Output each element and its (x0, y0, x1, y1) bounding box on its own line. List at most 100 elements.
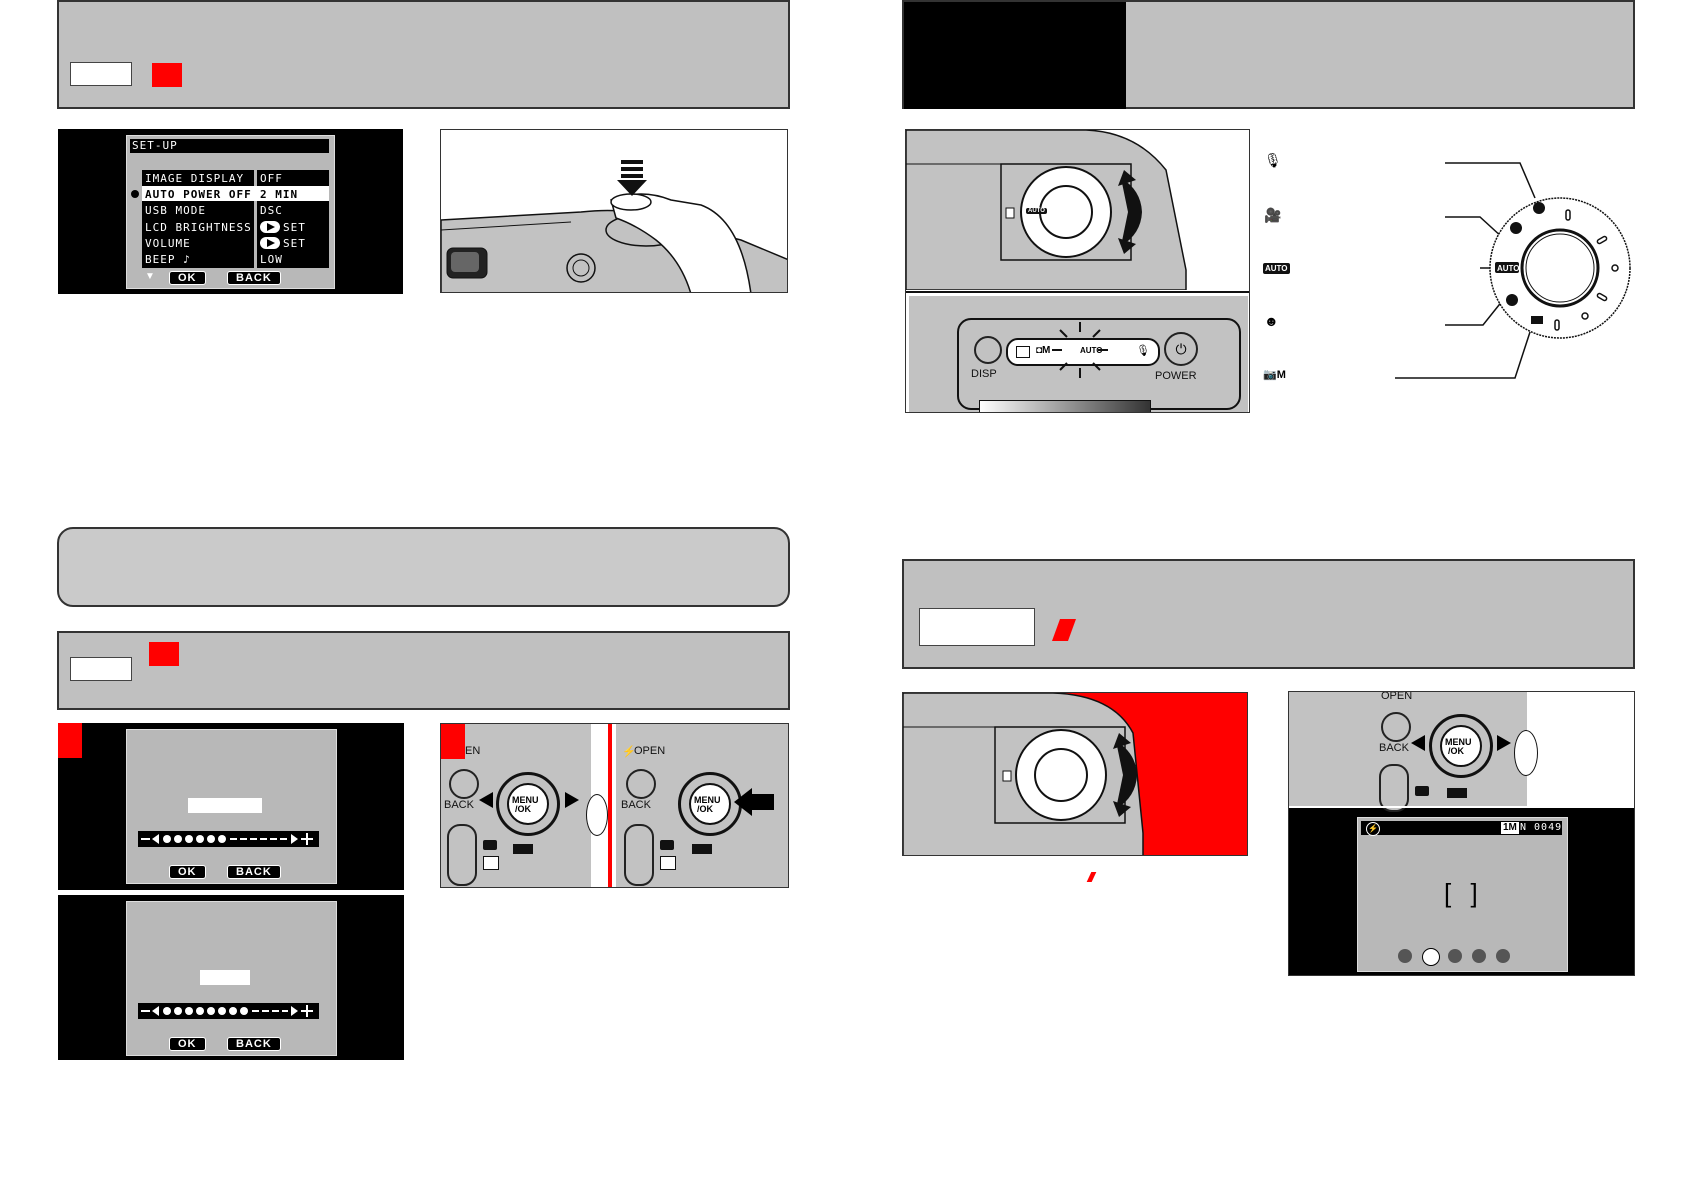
button-panel-lens-edge (586, 794, 608, 836)
continuous-scene-icon[interactable] (1496, 949, 1510, 963)
mid-left-band (57, 631, 790, 710)
mode-dial-illustration: AUTO DISP ◘M AUTO 🎙 ⏻ POWER (905, 129, 1250, 413)
legend-icon-movie: 🎥 (1264, 207, 1282, 223)
mode-switch[interactable] (624, 824, 654, 886)
setup-item-beep[interactable]: BEEP ♪ (145, 253, 191, 266)
band-white-box (70, 657, 132, 681)
disp-button[interactable] (974, 336, 1002, 364)
back-button[interactable] (626, 769, 656, 799)
portrait-scene-icon[interactable] (1398, 949, 1412, 963)
legend-icon-portrait: ☻ (1264, 313, 1279, 329)
back-button[interactable] (449, 769, 479, 799)
setup-menu-window: SET-UP IMAGE DISPLAY AUTO POWER OFF USB … (126, 135, 335, 289)
button-panel-right: OPEN ⚡ BACK MENU /OK (616, 724, 788, 887)
volume-label-box (200, 970, 250, 985)
brightness-slider-drawing (141, 833, 313, 845)
back-label: BACK (621, 799, 651, 811)
setup-back-button[interactable]: BACK (227, 271, 281, 285)
setup-item-auto-power-off[interactable]: AUTO POWER OFF (145, 188, 252, 201)
legend-icon-auto: AUTO (1263, 263, 1290, 274)
brightness-ok-button[interactable]: OK (169, 865, 206, 879)
legend-icon-microphone: 🎙 (1264, 152, 1282, 168)
resolution-badge: 1M (1501, 822, 1519, 834)
setup-item-volume[interactable]: VOLUME (145, 237, 191, 250)
focus-frame: [ ] (1444, 878, 1484, 908)
lcd-brightness-slider[interactable] (138, 831, 319, 847)
band-white-box (70, 62, 132, 86)
mode-strip-area: DISP ◘M AUTO 🎙 ⏻ POWER (909, 296, 1248, 412)
power-button[interactable]: ⏻ (1164, 332, 1198, 366)
menu-ok-button[interactable]: MENU /OK (678, 772, 742, 836)
setup-item-usb-mode[interactable]: USB MODE (145, 204, 206, 217)
button-panel-illustration: EN BACK MENU /OK OPEN ⚡ BACK MENU /OK (440, 723, 789, 888)
band-black-block (904, 2, 1126, 109)
top-right-band (902, 0, 1635, 109)
ok-label: /OK (1448, 746, 1465, 756)
brightness-back-button[interactable]: BACK (227, 865, 281, 879)
lcd-brightness-label-box (188, 798, 262, 813)
illustration-divider (906, 291, 1249, 293)
step-red-marker (441, 724, 465, 759)
brightness-volume-panel: OK BACK OK BACK (58, 723, 404, 1060)
mode-switch[interactable] (447, 824, 477, 886)
shooting-divider (1289, 806, 1634, 808)
setup-value-beep: LOW (260, 253, 283, 266)
play-arrow-icon (260, 221, 280, 233)
volume-slider[interactable] (138, 1003, 319, 1019)
band-white-box (919, 608, 1035, 646)
red-pointer-tick (1086, 872, 1097, 882)
step-red-marker (58, 723, 82, 758)
volume-window: OK BACK (126, 901, 337, 1056)
mode-selector-strip[interactable]: ◘M AUTO 🎙 (1006, 338, 1160, 366)
open-label-partial: EN (465, 745, 481, 757)
playback-icon (483, 856, 499, 870)
right-arrow-icon (1497, 735, 1511, 751)
mode-switch[interactable] (1379, 764, 1409, 812)
menu-label: MENU (1445, 737, 1472, 747)
band-red-marker (152, 63, 182, 87)
setup-item-image-display[interactable]: IMAGE DISPLAY (145, 172, 245, 185)
scene-mode-bar (1398, 948, 1528, 966)
flash-icon: ⚡ (622, 746, 636, 758)
band-red-tag (1051, 619, 1077, 641)
legend-icon-manual: 📷M (1263, 369, 1286, 381)
sport-scene-icon[interactable] (1448, 949, 1462, 963)
left-arrow-icon (1411, 735, 1425, 751)
volume-slider-drawing (141, 1005, 313, 1017)
setup-title: SET-UP (130, 139, 329, 153)
camera-icon (483, 840, 497, 850)
shooting-white-area (1527, 692, 1634, 806)
lcd-edge (979, 400, 1151, 412)
menu-ok-button[interactable]: MENU /OK (496, 772, 560, 836)
button-panel-left: EN BACK MENU /OK (441, 724, 591, 887)
volume-back-button[interactable]: BACK (227, 1037, 281, 1051)
setup-value-volume: SET (283, 237, 306, 250)
microphone-icon: 🎙 (1136, 345, 1150, 357)
open-label: OPEN (634, 745, 666, 757)
dial-red-illustration (902, 692, 1248, 856)
landscape-scene-icon[interactable] (1422, 948, 1440, 966)
menu-ok-button[interactable]: MENU /OK (1429, 714, 1493, 778)
back-button[interactable] (1381, 712, 1411, 742)
continuous-icon (692, 844, 712, 854)
dial-auto-text: AUTO (1497, 264, 1520, 273)
flash-off-icon: ⚡ (1366, 822, 1380, 836)
auto-mode-label: AUTO (1080, 346, 1103, 355)
setup-selected-bullet (131, 190, 139, 198)
setup-ok-button[interactable]: OK (169, 271, 206, 285)
play-arrow-icon (260, 237, 280, 249)
lower-right-band (902, 559, 1635, 669)
setup-item-lcd-brightness[interactable]: LCD BRIGHTNESS (145, 221, 252, 234)
setup-lcd-screen: SET-UP IMAGE DISPLAY AUTO POWER OFF USB … (58, 129, 403, 294)
setup-value-usb-mode: DSC (260, 204, 283, 217)
setup-value-auto-power-off: 2 MIN (260, 188, 299, 201)
dial-red-drawing (903, 693, 1144, 855)
top-left-band (57, 0, 790, 109)
shooting-button-panel: OPEN BACK MENU /OK (1289, 692, 1527, 812)
shooting-lcd-window: ⚡ 1M N 0049 [ ] (1357, 817, 1568, 972)
volume-ok-button[interactable]: OK (169, 1037, 206, 1051)
setup-value-image-display: OFF (260, 172, 283, 185)
back-label: BACK (444, 799, 474, 811)
night-scene-icon[interactable] (1472, 949, 1486, 963)
disp-label: DISP (971, 368, 997, 380)
